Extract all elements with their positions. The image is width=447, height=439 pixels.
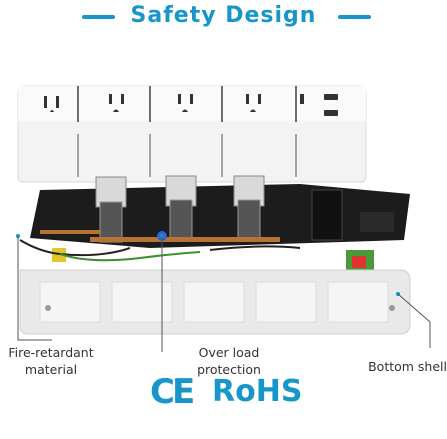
- outlet-3: [178, 94, 193, 112]
- bottom-shell-label: Bottom shell: [368, 359, 447, 374]
- internal-pcb: [30, 175, 410, 276]
- over-load-line-1: Over load: [198, 345, 260, 360]
- outlet-4: [246, 94, 261, 112]
- bottom-shell: [19, 269, 411, 335]
- certification-logos: CE RoHS: [0, 366, 447, 422]
- over-load-line-2: protection: [197, 362, 261, 377]
- fire-retardant-line-1: Fire-retardant: [8, 345, 94, 360]
- usb-ports: [300, 94, 338, 116]
- fire-retardant-line-2: material: [24, 362, 78, 377]
- page-title: Safety Design: [130, 3, 317, 28]
- fire-retardant-label: Fire-retardant material: [0, 344, 102, 378]
- callout-lines: [16, 234, 431, 352]
- title-row: Safety Design: [0, 0, 447, 36]
- outlet-1: [44, 96, 59, 112]
- ce-mark: CE: [150, 372, 195, 412]
- rohs-mark: RoHS: [212, 374, 303, 409]
- title-dash-right: [338, 15, 371, 19]
- outlet-2: [109, 94, 124, 112]
- over-load-label: Over load protection: [189, 344, 269, 378]
- wires: [19, 239, 301, 262]
- title-dash-left: [82, 15, 115, 19]
- power-strip-exploded-view: [16, 85, 431, 352]
